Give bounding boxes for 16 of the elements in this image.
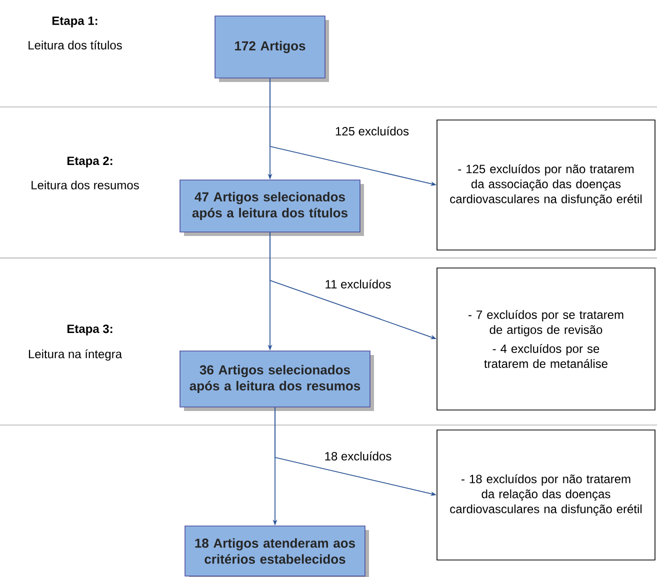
stage-text: Leitura dos títulos [28,40,122,50]
process-box: 172 Artigos [214,16,326,78]
stage-text: Leitura na íntegra [28,349,122,361]
stage-heading: Etapa 3: [67,324,112,336]
process-box: 18 Artigos atenderam aos critérios estabelecidos [184,526,366,576]
process-box: 36 Artigos selecionados após a leitura dos resumos [180,350,370,408]
process-box: 47 Artigos selecionados após a leitura dos títulos [180,180,360,232]
edge-label: 11 excluídos [324,278,392,290]
edge-label: 125 excluídos [334,126,410,136]
note-box: - 7 excluídos por se tratarem de artigos de revisão - 4 excluídos por se tratarem de metanálise [436,268,656,410]
stage-text: Leitura dos resumos [32,180,139,190]
stage-heading: Etapa 1: [52,16,98,28]
note-box: - 125 excluídos por não tratarem da associação das doenças cardiovasculares na disfunção erétil [436,120,656,250]
edge-label: 18 excluídos [323,450,393,462]
note-box: - 18 excluídos por não tratarem da relação das doenças cardiovasculares na disfunção erétil [436,430,656,560]
stage-heading: Etapa 2: [67,156,112,168]
